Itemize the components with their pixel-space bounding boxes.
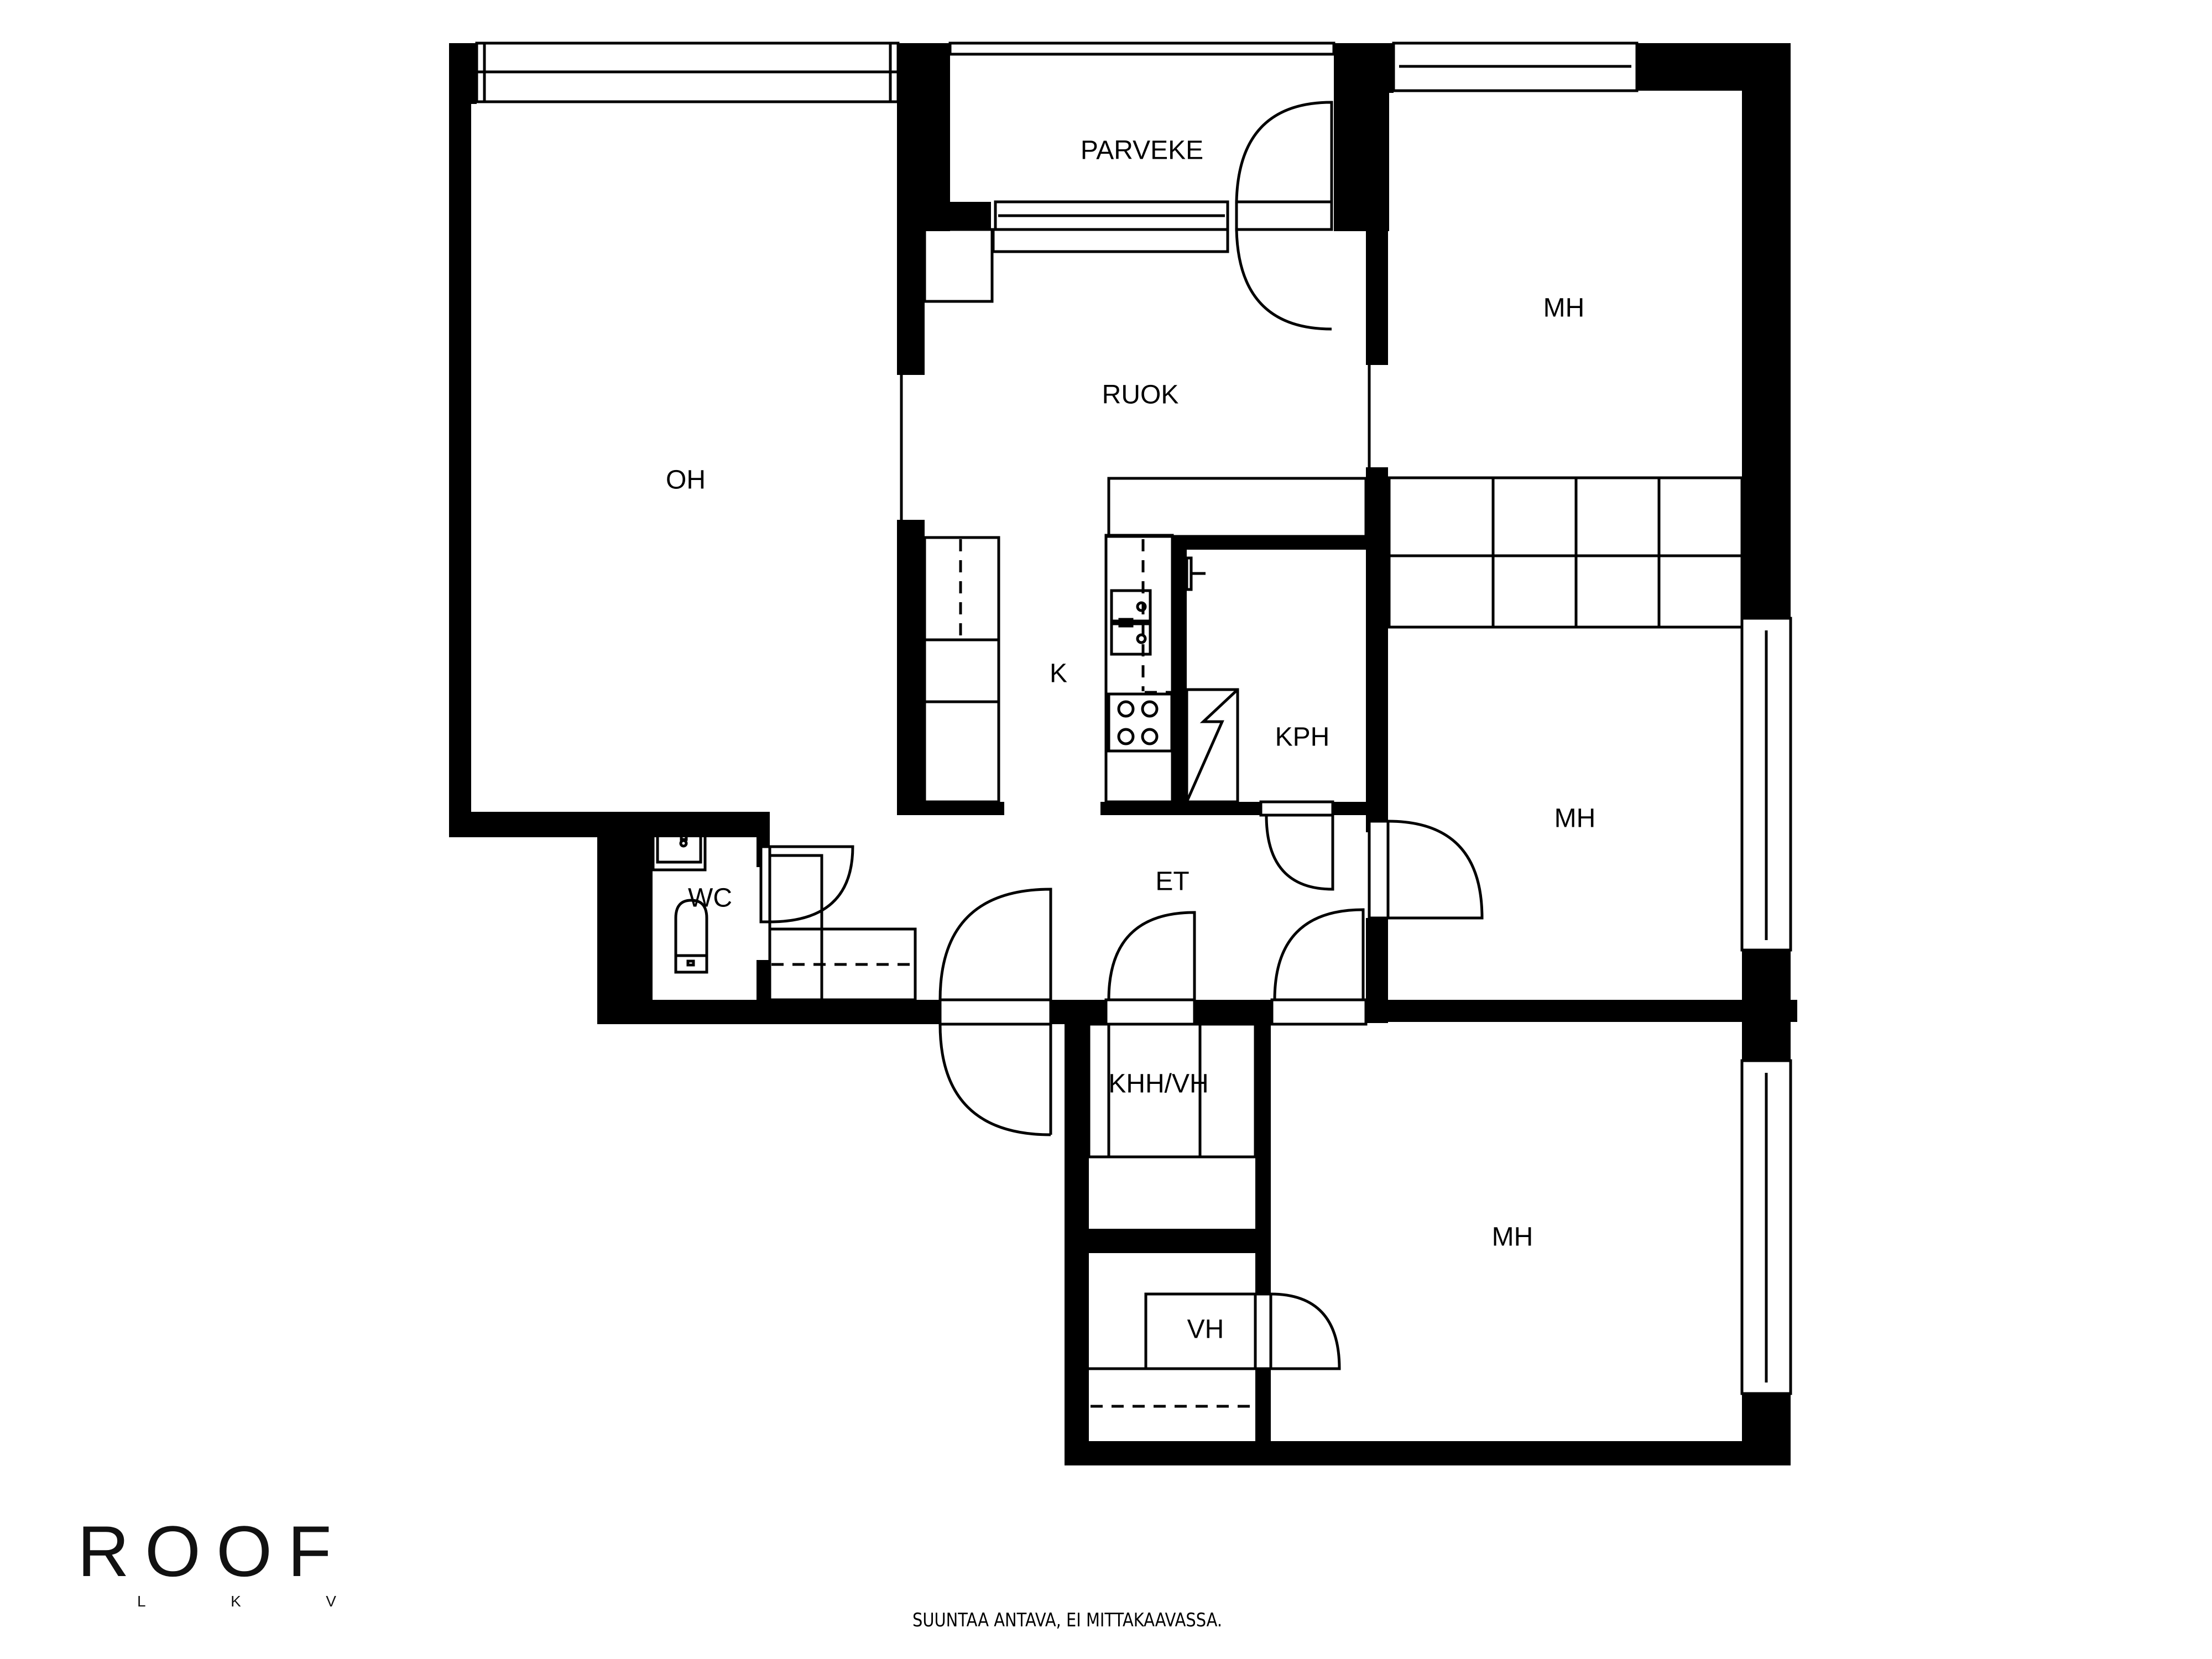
logo-sub-k: K — [231, 1593, 241, 1610]
doors — [759, 101, 1484, 1370]
room-label-wc: WC — [688, 883, 732, 913]
room-label-mh-3: MH — [1491, 1222, 1533, 1252]
walls — [449, 43, 1797, 1465]
logo-sub-v: V — [326, 1593, 336, 1610]
room-label-kph: KPH — [1275, 722, 1330, 752]
room-label-oh: OH — [666, 465, 706, 495]
roof-logo-subtitle: L K V — [137, 1593, 336, 1610]
room-label-khh-vh: KHH/VH — [1108, 1069, 1209, 1099]
scale-disclaimer: SUUNTAA ANTAVA, EI MITTAKAAVASSA. — [912, 1609, 1223, 1631]
room-label-mh-1: MH — [1543, 293, 1585, 323]
kitchen-fixtures — [651, 228, 1744, 1408]
room-label-et: ET — [1155, 867, 1190, 896]
wardrobe-grid — [1387, 476, 1744, 629]
room-label-ruok: RUOK — [1102, 380, 1179, 410]
windows — [475, 41, 1792, 1395]
roof-logo: ROOF — [77, 1511, 347, 1592]
room-label-parveke: PARVEKE — [1080, 135, 1204, 165]
room-label-k: K — [1049, 659, 1068, 688]
logo-sub-l: L — [137, 1593, 146, 1610]
room-label-vh: VH — [1187, 1314, 1224, 1344]
room-label-mh-2: MH — [1554, 804, 1596, 833]
